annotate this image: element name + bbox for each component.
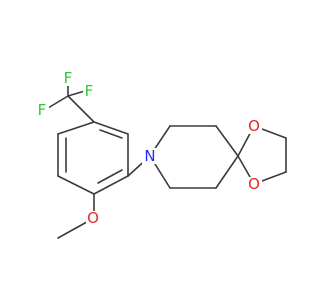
methoxy-oxygen-label: O	[87, 209, 99, 227]
bond-aryl-1	[93, 121, 129, 135]
fluorine-left-label: F	[38, 101, 47, 119]
fluorine-right-label: F	[85, 82, 94, 100]
bond-cf3-f-left	[47, 95, 69, 109]
fluorine-top-label: F	[64, 69, 73, 87]
bond-aryl-6	[57, 121, 95, 135]
bond-layer	[47, 77, 287, 239]
piperidine-nitrogen-label: N	[144, 147, 155, 165]
bond-aryl-double-1	[99, 129, 123, 139]
bond-pip-3	[215, 125, 239, 157]
molecule-structure-diagram: F F F O N O O	[37, 69, 287, 239]
label-bg-ketal-o-bottom	[246, 177, 262, 192]
label-bg-f-right	[83, 84, 95, 99]
label-bg-f-left	[37, 103, 49, 118]
bond-aryl-4	[57, 175, 95, 195]
label-bg-ketal-o-top	[246, 119, 262, 134]
label-bg-f-top	[62, 71, 74, 86]
bond-aryl-double-2	[97, 169, 123, 184]
ketal-oxygen-bottom-label: O	[248, 175, 260, 193]
bond-aryl-3	[93, 175, 129, 195]
label-bg-n	[142, 148, 158, 164]
bond-pip-4	[215, 155, 239, 189]
bond-cf3-aryl	[67, 95, 95, 123]
ketal-oxygen-top-label: O	[248, 117, 260, 135]
label-bg-o-methoxy	[86, 211, 100, 226]
atom-label-layer: F F F O N O O	[37, 69, 262, 227]
